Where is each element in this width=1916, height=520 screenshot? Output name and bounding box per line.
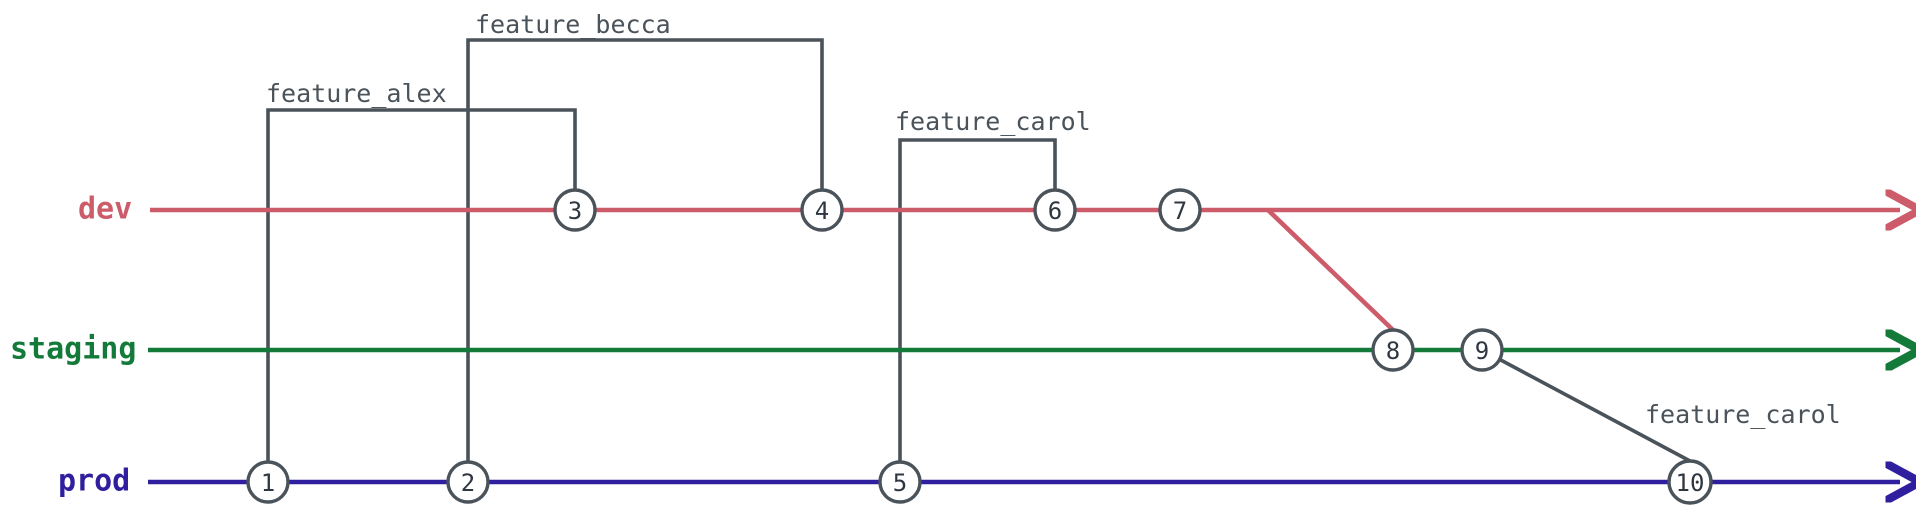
commit-label-2: 2 [461, 469, 475, 497]
feature-label-feature_becca: feature_becca [475, 10, 671, 39]
commit-circle-5[interactable] [878, 460, 922, 504]
feature-label-feature_alex: feature_alex [266, 79, 447, 108]
commit-node-9[interactable]: 9 [1460, 328, 1504, 372]
feature-branch-paths [266, 38, 1691, 463]
commit-circle-7[interactable] [1158, 188, 1202, 232]
commit-label-4: 4 [815, 197, 829, 225]
commit-node-4[interactable]: 4 [800, 188, 844, 232]
commit-node-7[interactable]: 7 [1158, 188, 1202, 232]
commit-label-7: 7 [1173, 197, 1187, 225]
branch-lines [148, 210, 1900, 482]
commit-node-6[interactable]: 6 [1033, 188, 1077, 232]
commit-circle-2[interactable] [446, 460, 490, 504]
commit-node-10[interactable]: 10 [1667, 459, 1713, 505]
commit-label-6: 6 [1048, 197, 1062, 225]
commit-node-8[interactable]: 8 [1371, 328, 1415, 372]
commit-node-2[interactable]: 2 [446, 460, 490, 504]
commit-label-8: 8 [1386, 337, 1400, 365]
commit-circle-10[interactable] [1667, 459, 1713, 505]
commit-circle-4[interactable] [800, 188, 844, 232]
feature-path-feature_alex [266, 108, 577, 462]
feature-branch-labels: feature_alexfeature_beccafeature_carolfe… [266, 10, 1841, 429]
feature-path-feature_carol_prod [1481, 348, 1691, 463]
commit-circle-9[interactable] [1460, 328, 1504, 372]
merge-path-dev-to-staging [1266, 208, 1395, 332]
commit-label-5: 5 [893, 469, 907, 497]
commit-label-1: 1 [261, 469, 275, 497]
commit-circle-8[interactable] [1371, 328, 1415, 372]
branch-label-staging: staging [10, 332, 136, 367]
commit-label-9: 9 [1475, 337, 1489, 365]
commit-node-3[interactable]: 3 [553, 188, 597, 232]
branch-label-dev: dev [78, 192, 132, 227]
feature-label-feature_carol_dev: feature_carol [895, 107, 1091, 136]
branch-label-prod: prod [58, 464, 130, 499]
feature-label-feature_carol_prod: feature_carol [1645, 400, 1841, 429]
commit-circle-1[interactable] [246, 460, 290, 504]
commit-circle-3[interactable] [553, 188, 597, 232]
branch-name-labels: dev staging prod [10, 192, 136, 499]
feature-path-feature_carol_dev [898, 138, 1057, 462]
feature-path-feature_becca [466, 38, 824, 462]
commit-nodes: 1 2 3 4 5 6 7 8 9 10 [246, 188, 1713, 505]
commit-label-10: 10 [1676, 469, 1705, 497]
commit-node-5[interactable]: 5 [878, 460, 922, 504]
commit-circle-6[interactable] [1033, 188, 1077, 232]
commit-node-1[interactable]: 1 [246, 460, 290, 504]
commit-label-3: 3 [568, 197, 582, 225]
merge-paths [1266, 208, 1395, 332]
